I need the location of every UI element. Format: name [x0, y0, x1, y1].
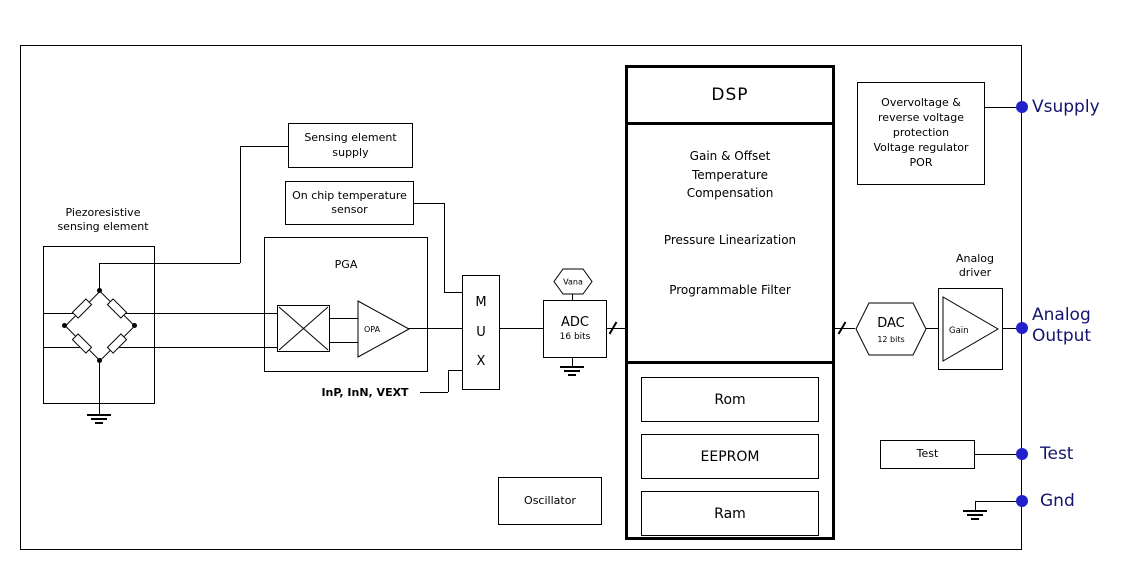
wire — [414, 203, 444, 204]
wire — [448, 370, 462, 371]
wire — [240, 146, 241, 263]
wire — [43, 313, 277, 314]
ground-icon — [560, 366, 584, 378]
eeprom-label: EEPROM — [700, 448, 760, 465]
pga-label: PGA — [334, 258, 358, 271]
rom-label: Rom — [714, 391, 746, 408]
dsp-function-compensation: Gain & Offset Temperature Compensation — [686, 149, 774, 201]
pga-block — [264, 237, 428, 372]
mux-label: M U X — [475, 294, 487, 370]
analog-output-terminal-label: Analog Output — [1032, 305, 1092, 347]
ground-icon — [87, 414, 111, 426]
test-terminal-label: Test — [1040, 444, 1074, 464]
rom-block: Rom — [641, 377, 819, 422]
test-block: Test — [880, 440, 975, 469]
dsp-block: DSP Gain & Offset Temperature Compensati… — [625, 65, 835, 540]
vana-supply-node: Vana — [553, 268, 593, 295]
wire — [330, 318, 358, 319]
wire — [835, 328, 855, 329]
oscillator-block: Oscillator — [498, 477, 602, 525]
wire — [1003, 328, 1022, 329]
ram-label: Ram — [714, 505, 746, 522]
gnd-pin — [1016, 495, 1028, 507]
vsupply-terminal-label: Vsupply — [1032, 97, 1100, 117]
wheatstone-bridge — [43, 246, 155, 404]
analog-driver-block: Gain — [938, 288, 1003, 370]
gnd-terminal-label: Gnd — [1040, 491, 1075, 511]
vana-label: Vana — [563, 278, 583, 287]
wire — [572, 294, 573, 300]
analog-output-pin — [1016, 322, 1028, 334]
opa-amplifier: OPA — [357, 300, 411, 358]
gain-amplifier: Gain — [942, 296, 999, 362]
wire — [500, 328, 543, 329]
temperature-sensor-block: On chip temperature sensor — [285, 181, 414, 225]
piezo-sensing-element-label: Piezoresistive sensing element — [57, 206, 149, 234]
gain-label: Gain — [949, 326, 969, 336]
wire — [607, 328, 625, 329]
bridge-node — [97, 358, 102, 363]
wire — [572, 358, 573, 366]
dsp-header: DSP — [628, 68, 832, 125]
wire — [99, 263, 240, 264]
dac-bits-label: 12 bits — [877, 335, 904, 344]
multiplier-x-icon — [278, 306, 329, 351]
analog-driver-label: Analog driver — [955, 252, 994, 280]
wire — [43, 347, 277, 348]
wire — [444, 203, 445, 292]
test-pin — [1016, 448, 1028, 460]
ground-icon — [963, 510, 987, 522]
wire — [444, 292, 462, 293]
bridge-diamond — [64, 290, 136, 362]
wire — [975, 454, 1022, 455]
chip-boundary — [20, 45, 1022, 550]
eeprom-block: EEPROM — [641, 434, 819, 479]
adc-bits-label: 16 bits — [559, 331, 591, 342]
wire — [448, 370, 449, 392]
mux-block: M U X — [462, 275, 500, 390]
dsp-label: DSP — [711, 85, 749, 105]
bridge-node — [97, 288, 102, 293]
dsp-functions-section: Gain & Offset Temperature Compensation P… — [628, 147, 832, 364]
wire — [99, 360, 100, 414]
vsupply-pin — [1016, 101, 1028, 113]
adc-label: ADC — [561, 314, 589, 330]
wire — [420, 392, 448, 393]
dsp-memory-section: Rom EEPROM Ram — [628, 364, 832, 536]
dsp-function-linearization: Pressure Linearization — [663, 232, 797, 247]
wire — [240, 146, 288, 147]
multiplier-block — [277, 305, 330, 352]
adc-block: ADC 16 bits — [543, 300, 607, 358]
ram-block: Ram — [641, 491, 819, 536]
wire — [975, 501, 976, 510]
dac-block: DAC 12 bits — [855, 302, 927, 356]
dsp-function-filter: Programmable Filter — [669, 282, 791, 297]
opa-label: OPA — [364, 325, 381, 334]
pga-inputs-label: InP, InN, VEXT — [321, 386, 409, 399]
bridge-node — [62, 323, 67, 328]
protection-block: Overvoltage & reverse voltage protection… — [857, 82, 985, 185]
wire — [408, 328, 462, 329]
wire — [975, 501, 1022, 502]
wire — [99, 263, 100, 290]
sensing-element-supply-block: Sensing element supply — [288, 123, 413, 168]
bridge-node — [132, 323, 137, 328]
wire — [925, 328, 938, 329]
wire — [330, 342, 358, 343]
dac-label: DAC — [877, 316, 905, 331]
wire — [985, 107, 1022, 108]
